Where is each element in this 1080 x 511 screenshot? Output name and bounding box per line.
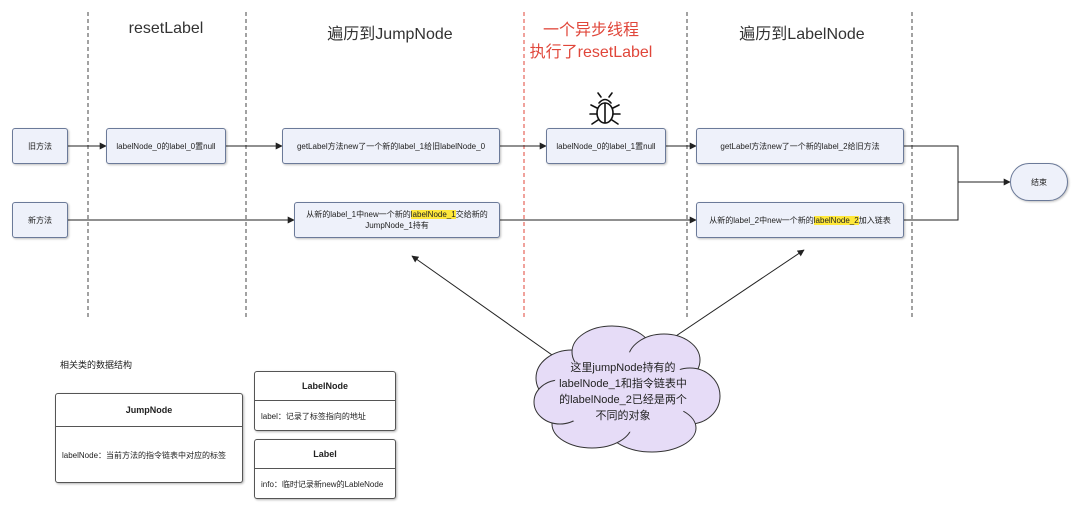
class-card-title: JumpNode xyxy=(56,394,242,427)
cloud-line-2: labelNode_1和指令链表中 xyxy=(559,378,687,390)
arrow-cloud-right xyxy=(663,249,805,345)
step-box-new-labelnode: 从新的label_2中new一个新的labelNode_2加入链表 xyxy=(696,202,904,238)
class-card-field: info：临时记录新new的LableNode xyxy=(261,479,384,489)
highlight-labelnode-1: labelNode_1 xyxy=(410,210,456,219)
class-card-jumpnode: JumpNode labelNode：当前方法的指令链表中对应的标签 xyxy=(55,393,243,483)
step-box-old-reset: labelNode_0的label_0置null xyxy=(106,128,226,164)
structures-title: 相关类的数据结构 xyxy=(60,360,133,370)
cloud-line-4: 不同的对象 xyxy=(595,410,651,422)
step-box-old-async-reset: labelNode_0的label_1置null xyxy=(546,128,666,164)
column-header-async-line1: 一个异步线程 xyxy=(542,22,639,39)
step-box-new-jumpnode-line2: JumpNode_1持有 xyxy=(365,221,429,230)
merge-old xyxy=(904,145,959,182)
cloud-fill-cover xyxy=(552,352,692,432)
step-box-old-getlabel2: getLabel方法new了一个新的label_2给旧方法 xyxy=(696,128,904,164)
end-node: 结束 xyxy=(1010,163,1068,201)
column-header-reset-label: resetLabel xyxy=(128,20,204,37)
highlight-labelnode-2: labelNode_2 xyxy=(813,215,859,225)
step-box-old-getlabel1: getLabel方法new了一个新的label_1给旧labelNode_0 xyxy=(282,128,500,164)
cloud-note: 这里jumpNode持有的 labelNode_1和指令链表中 的labelNo… xyxy=(548,360,698,424)
class-card-field: labelNode：当前方法的指令链表中对应的标签 xyxy=(62,450,227,460)
column-header-labelnode: 遍历到LabelNode xyxy=(739,26,865,43)
cloud-line-1: 这里jumpNode持有的 xyxy=(570,362,676,374)
column-header-async-line2: 执行了resetLabel xyxy=(529,44,653,61)
cloud-line-3: 的labelNode_2已经是两个 xyxy=(559,394,687,406)
step-box-new-jumpnode: 从新的label_1中new一个新的labelNode_1交给新的 JumpNo… xyxy=(294,202,500,238)
bug-icon xyxy=(589,92,621,125)
class-card-labelnode: LabelNode label：记录了标签指向的地址 xyxy=(254,371,396,431)
merge-new xyxy=(904,182,959,221)
class-card-label: Label info：临时记录新new的LableNode xyxy=(254,439,396,499)
row-label-old-method: 旧方法 xyxy=(12,128,68,164)
class-card-field: label：记录了标签指向的地址 xyxy=(261,411,366,421)
class-card-title: LabelNode xyxy=(255,372,395,401)
column-header-jumpnode: 遍历到JumpNode xyxy=(327,26,453,43)
row-label-new-method: 新方法 xyxy=(12,202,68,238)
step-box-new-jumpnode-line1: 从新的label_1中new一个新的labelNode_1交给新的 xyxy=(306,210,488,219)
arrow-cloud-left xyxy=(411,255,563,363)
class-card-title: Label xyxy=(255,440,395,469)
